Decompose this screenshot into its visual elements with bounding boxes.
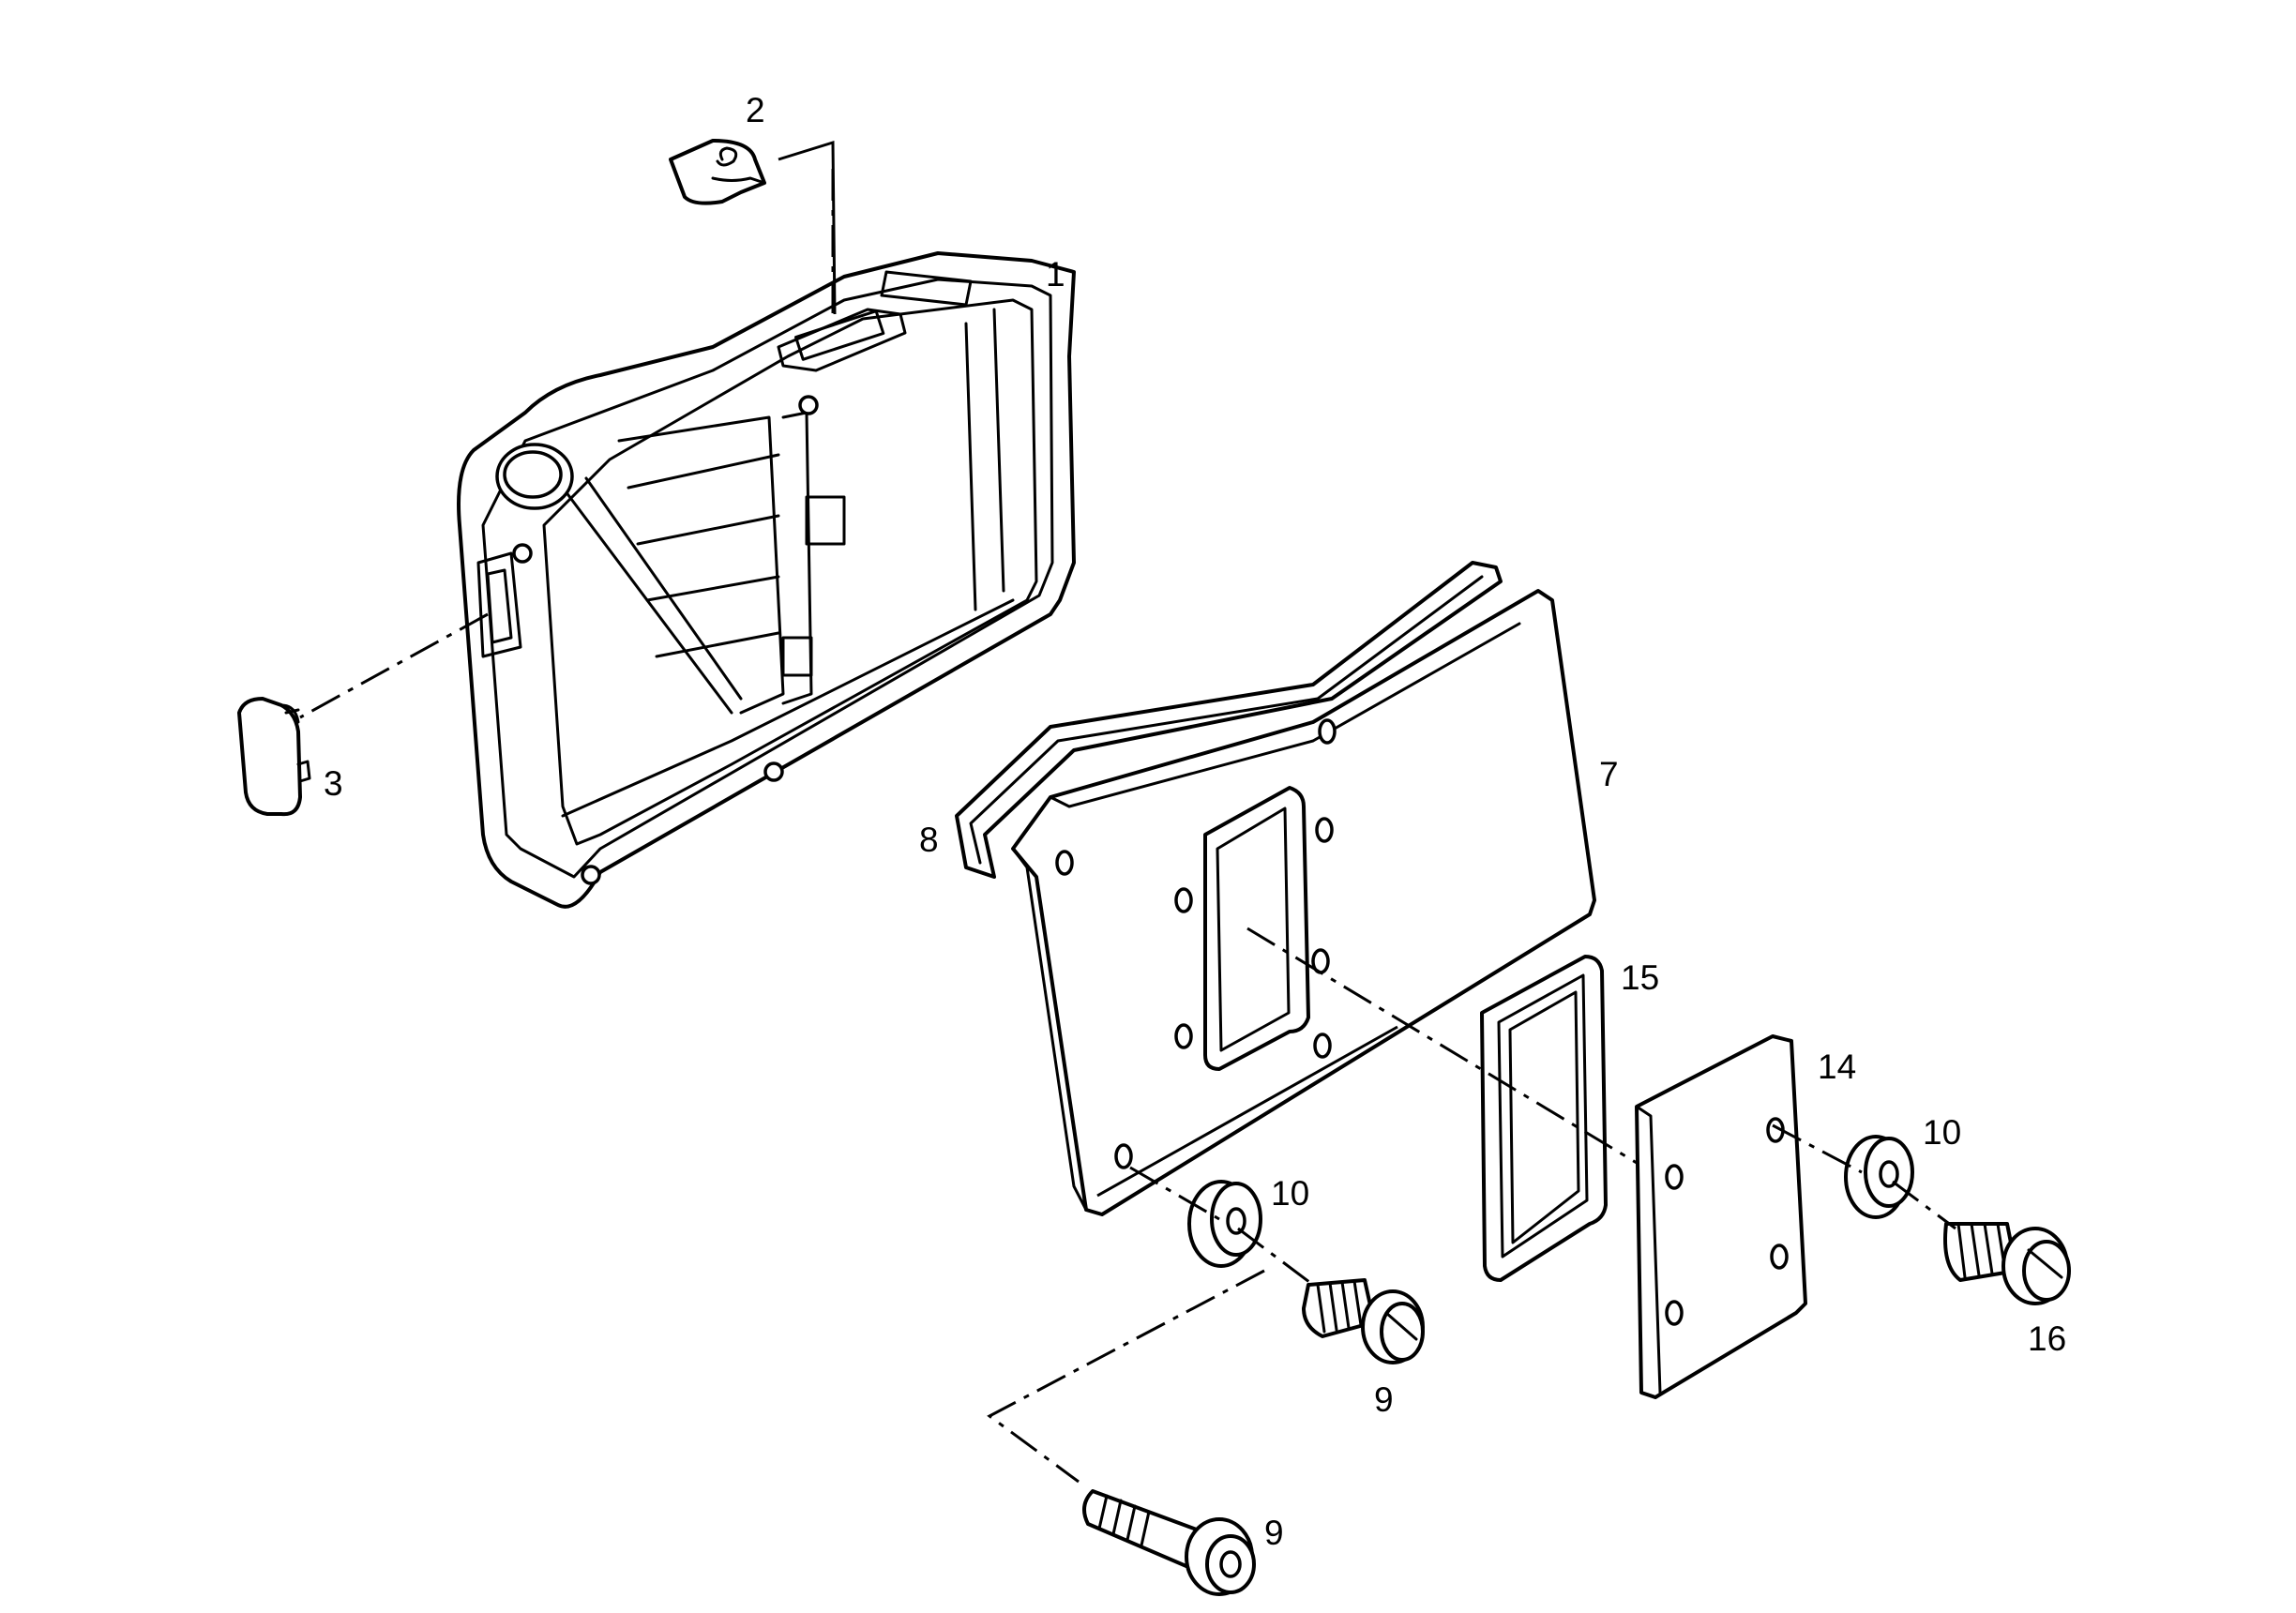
callout-1: 1	[1046, 255, 1065, 294]
callout-10-right: 10	[1923, 1113, 1961, 1152]
part-1-housing	[457, 251, 1076, 909]
callout-2: 2	[746, 91, 765, 129]
callout-8: 8	[919, 821, 939, 859]
part-15-frame-gasket	[1480, 955, 1608, 1282]
callout-9-lower: 9	[1264, 1514, 1284, 1552]
part-9-screw-lower	[1082, 1489, 1256, 1596]
leader-lines	[299, 140, 1956, 1484]
callout-10-left: 10	[1271, 1174, 1309, 1213]
callout-9-upper: 9	[1374, 1380, 1394, 1419]
callout-7: 7	[1599, 755, 1619, 793]
part-2-clip	[669, 139, 766, 205]
part-10-washer-right	[1844, 1135, 1914, 1219]
callouts: 1 2 3 7 8 9 9 10 10 14 15 16	[324, 91, 2066, 1552]
callout-16: 16	[2028, 1319, 2066, 1358]
part-9-screw-upper	[1302, 1278, 1425, 1364]
part-3-cap	[237, 697, 311, 817]
callout-14: 14	[1818, 1048, 1856, 1086]
part-8-gasket	[955, 561, 1503, 879]
callout-3: 3	[324, 764, 343, 803]
part-7-plate	[1011, 589, 1596, 1216]
part-14-cover-plate	[1635, 1034, 1807, 1399]
callout-15: 15	[1621, 958, 1659, 997]
part-16-screw	[1943, 1222, 2071, 1305]
part-10-washer-left	[1187, 1180, 1262, 1268]
